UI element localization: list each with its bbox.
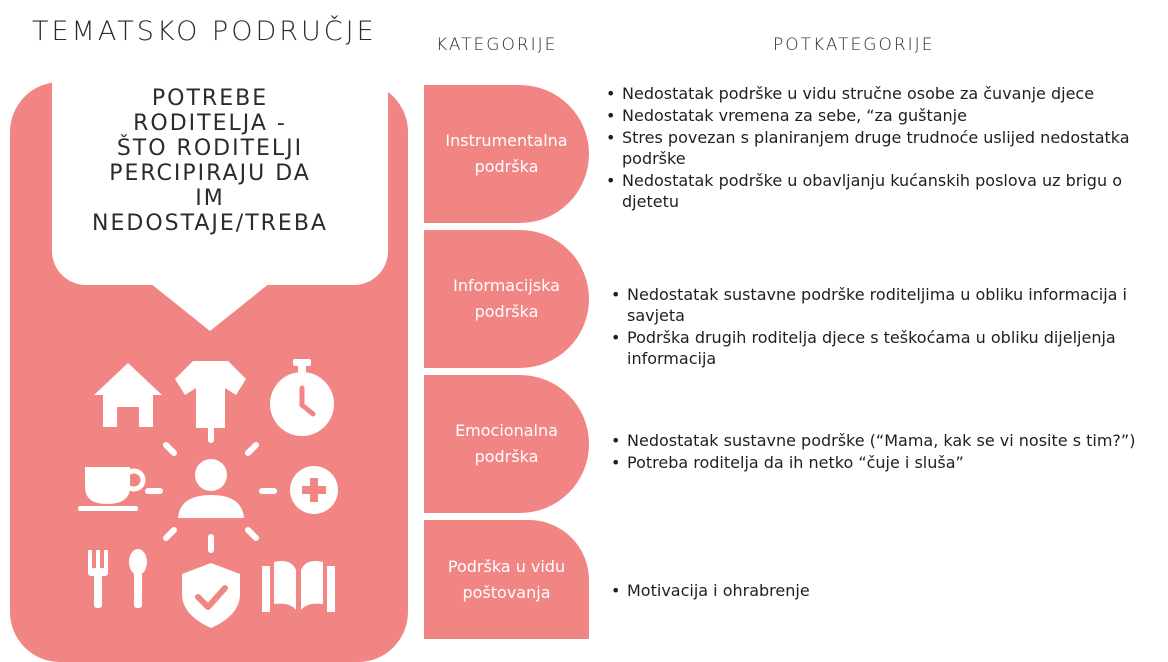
category-informational: Informacijska podrška	[424, 230, 589, 368]
icon-cluster	[78, 359, 338, 628]
category-label: podrška	[474, 302, 539, 321]
category-instrumental: Instrumentalna podrška	[424, 85, 589, 223]
subcategory-item: Nedostatak sustavne podrške roditeljima …	[610, 284, 1162, 326]
theme-line: ŠTO RODITELJI	[116, 136, 304, 161]
subcategory-list-respect: Motivacija i ohrabrenje	[610, 580, 1150, 602]
cup-icon	[78, 467, 146, 511]
category-label: Emocionalna	[455, 421, 558, 440]
subcategory-item: Nedostatak sustavne podrške (“Mama, kak …	[610, 430, 1150, 451]
category-respect: Podrška u vidu poštovanja	[424, 520, 589, 639]
subcategory-item: Nedostatak vremena za sebe, “za guštanje	[605, 105, 1160, 126]
fork-spoon-icon	[88, 549, 147, 608]
theme-title: POTREBE RODITELJA - ŠTO RODITELJI PERCIP…	[52, 86, 368, 236]
subcategory-item: Nedostatak podrške u vidu stručne osobe …	[605, 83, 1160, 104]
sun-rays	[145, 426, 277, 553]
theme-line: POTREBE	[151, 86, 269, 111]
theme-line: RODITELJA -	[133, 111, 287, 136]
speech-bubble-tail	[150, 283, 270, 331]
category-label: poštovanja	[462, 582, 551, 602]
shirt-icon	[175, 361, 246, 428]
subcategory-item: Motivacija i ohrabrenje	[610, 580, 1150, 601]
person-icon	[178, 459, 244, 518]
category-emotional: Emocionalna podrška	[424, 375, 589, 513]
category-label: podrška	[474, 447, 539, 466]
subcategory-item: Podrška drugih roditelja djece s teškoća…	[610, 327, 1162, 369]
subcategory-list-emotional: Nedostatak sustavne podrške (“Mama, kak …	[610, 430, 1150, 474]
shield-check-icon	[182, 563, 240, 628]
subcategory-list-informational: Nedostatak sustavne podrške roditeljima …	[610, 284, 1162, 370]
theme-line: PERCIPIRAJU DA	[109, 161, 311, 186]
theme-line: IM	[195, 186, 225, 211]
subcategory-item: Stres povezan s planiranjem druge trudno…	[605, 127, 1160, 169]
plus-icon	[290, 466, 338, 514]
subcategory-list-instrumental: Nedostatak podrške u vidu stručne osobe …	[605, 83, 1160, 213]
category-label: podrška	[474, 157, 539, 176]
theme-line: NEDOSTAJE/TREBA	[92, 211, 328, 236]
subcategory-item: Potreba roditelja da ih netko “čuje i sl…	[610, 452, 1150, 473]
speech-bubble	[52, 67, 388, 285]
subcategory-item: Nedostatak podrške u obavljanju kućanski…	[605, 170, 1160, 212]
category-label: Instrumentalna	[445, 131, 568, 150]
stopwatch-icon	[270, 359, 334, 436]
subcategories-header: POTKATEGORIJE	[773, 35, 935, 55]
house-icon	[94, 363, 162, 427]
theme-area-header: TEMATSKO PODRUČJE	[32, 16, 377, 47]
categories-header: KATEGORIJE	[436, 35, 558, 55]
category-label: Podrška u vidu	[447, 556, 566, 576]
book-icon	[262, 561, 335, 612]
category-label: Informacijska	[453, 276, 560, 295]
